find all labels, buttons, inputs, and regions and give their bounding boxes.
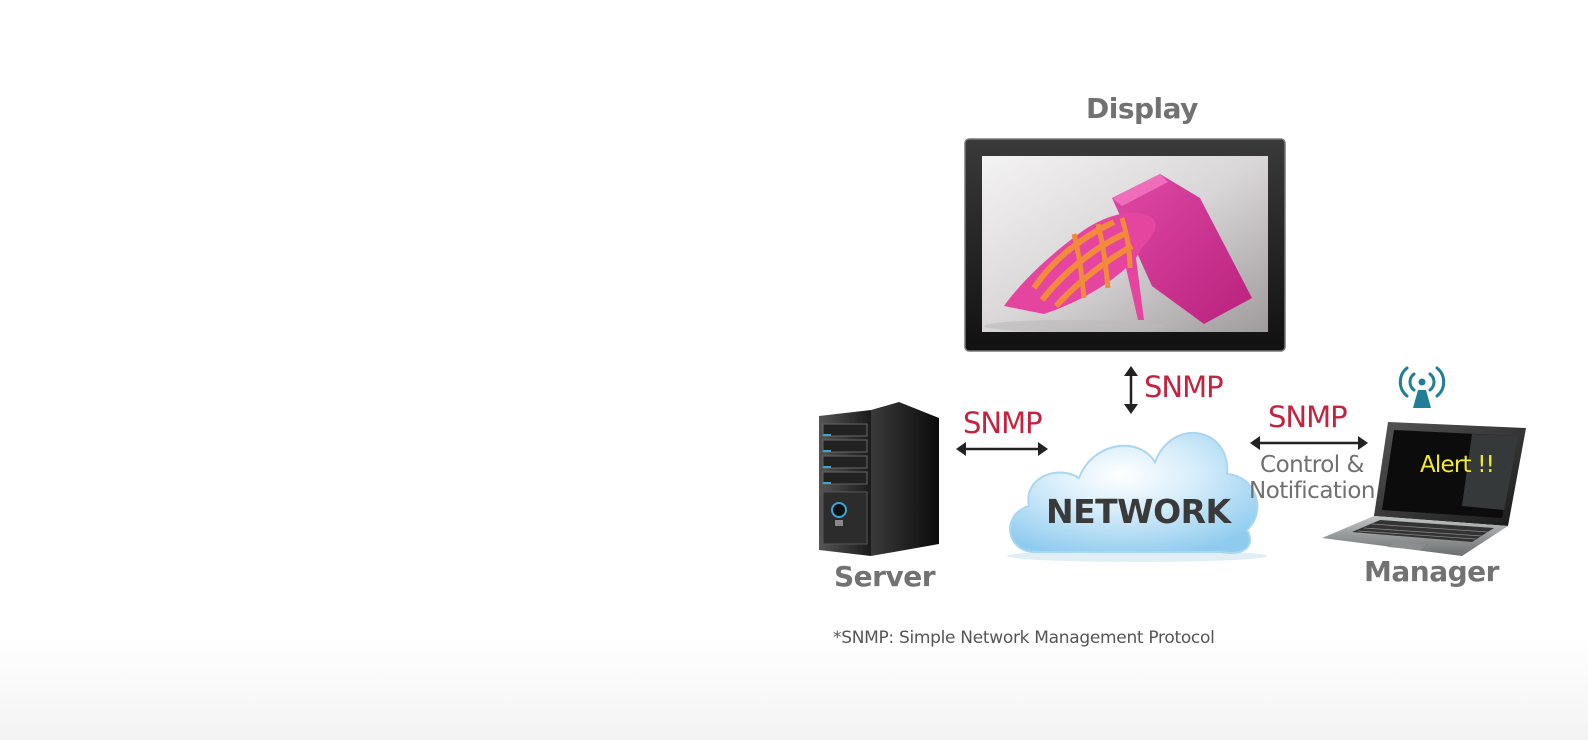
laptop-alert-text: Alert !!: [1420, 452, 1495, 478]
control-notification-label: Control & Notification: [1246, 452, 1378, 504]
server-tower: [819, 402, 939, 556]
server-label: Server: [834, 560, 936, 593]
laptop: [1322, 422, 1526, 556]
manager-label: Manager: [1364, 555, 1499, 588]
notification-line: Notification: [1249, 478, 1375, 504]
display-monitor: [964, 138, 1286, 352]
snmp-label-server: SNMP: [963, 406, 1043, 440]
network-cloud: [1007, 432, 1267, 562]
server-network-arrow: [956, 442, 1048, 456]
wifi-signal-icon: [1398, 366, 1446, 408]
control-line: Control &: [1260, 452, 1364, 478]
display-label: Display: [1086, 92, 1198, 125]
snmp-label-display: SNMP: [1144, 370, 1224, 404]
snmp-footnote: *SNMP: Simple Network Management Protoco…: [833, 628, 1215, 648]
shoe-image: [984, 174, 1252, 332]
snmp-label-manager: SNMP: [1268, 400, 1348, 434]
network-label: NETWORK: [1046, 492, 1231, 531]
network-manager-arrow: [1250, 436, 1368, 450]
display-network-arrow: [1124, 366, 1138, 414]
